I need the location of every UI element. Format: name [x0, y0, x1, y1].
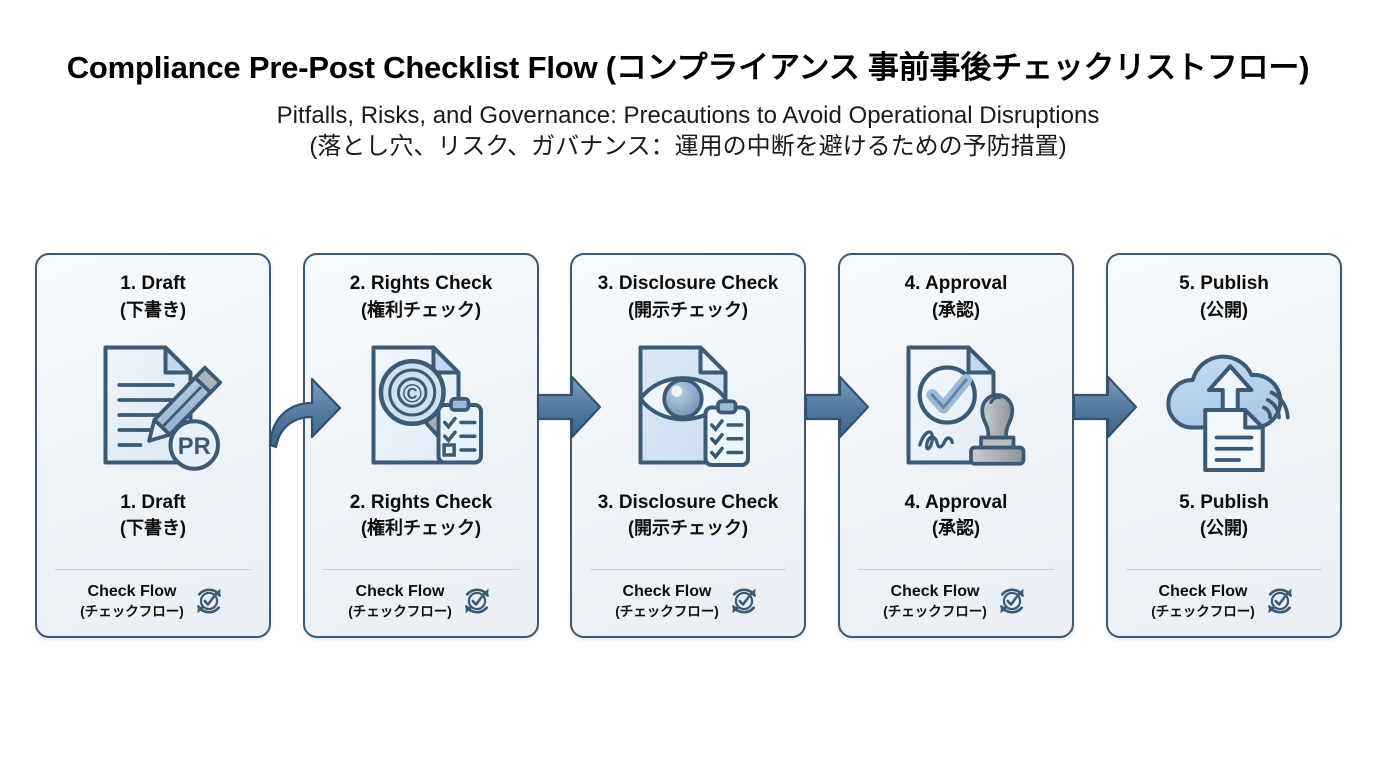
page-subtitle-line-2: (落とし穴、リスク、ガバナンス：運用の中断を避けるための予防措置) — [309, 133, 1067, 161]
step-header-ja: (下書き) — [120, 299, 186, 320]
step-label-en: 1. Draft — [120, 491, 186, 513]
step-label-en: 3. Disclosure Check — [597, 491, 779, 513]
check-flow-label-en: Check Flow — [890, 582, 980, 600]
pr-badge-label: PR — [178, 432, 211, 459]
step-header-en: 5. Publish — [1179, 273, 1269, 294]
document-pencil-pr-icon: PR — [53, 330, 253, 480]
step-card-approval[interactable]: 4. Approval (承認) — [838, 253, 1074, 638]
step-card-draft[interactable]: 1. Draft (下書き) — [35, 253, 271, 638]
check-flow-label: Check Flow (チェックフロー) — [80, 582, 184, 620]
step-card-label: 2. Rights Check (権利チェック) — [305, 490, 537, 543]
step-header-ja: (開示チェック) — [628, 299, 748, 320]
step-label-ja: (公開) — [1200, 518, 1248, 539]
step-label-en: 4. Approval — [904, 491, 1008, 513]
check-flow-label-ja: (チェックフロー) — [1151, 603, 1255, 619]
check-flow-label-en: Check Flow — [622, 582, 712, 600]
step-label-ja: (権利チェック) — [361, 518, 481, 539]
refresh-check-icon[interactable] — [460, 584, 494, 618]
card-footer[interactable]: Check Flow (チェックフロー) — [572, 570, 804, 636]
check-flow-label-en: Check Flow — [87, 582, 177, 600]
step-card-label: 1. Draft (下書き) — [37, 490, 269, 543]
check-flow-label-en: Check Flow — [1158, 582, 1248, 600]
step-card-rights-check[interactable]: 2. Rights Check (権利チェック) © — [303, 253, 539, 638]
step-card-header: 4. Approval (承認) — [840, 271, 1072, 324]
check-flow-label-ja: (チェックフロー) — [80, 603, 184, 619]
check-flow-label-ja: (チェックフロー) — [615, 603, 719, 619]
step-card-header: 1. Draft (下書き) — [37, 271, 269, 324]
check-flow-label: Check Flow (チェックフロー) — [348, 582, 452, 620]
arrow-disclosure-to-approval — [804, 371, 870, 443]
step-label-ja: (承認) — [932, 518, 980, 539]
refresh-check-icon[interactable] — [995, 584, 1029, 618]
card-footer[interactable]: Check Flow (チェックフロー) — [305, 570, 537, 636]
card-footer[interactable]: Check Flow (チェックフロー) — [840, 570, 1072, 636]
card-divider — [858, 569, 1054, 570]
step-card-label: 5. Publish (公開) — [1108, 490, 1340, 543]
step-card-publish[interactable]: 5. Publish (公開) — [1106, 253, 1342, 638]
refresh-check-icon[interactable] — [192, 584, 226, 618]
step-card-header: 2. Rights Check (権利チェック) — [305, 271, 537, 324]
step-header-en: 1. Draft — [120, 273, 186, 294]
document-eye-clipboard-icon — [588, 330, 788, 480]
step-card-header: 3. Disclosure Check (開示チェック) — [572, 271, 804, 324]
step-header-ja: (権利チェック) — [361, 299, 481, 320]
step-card-label: 3. Disclosure Check (開示チェック) — [572, 490, 804, 543]
step-header-ja: (承認) — [932, 299, 980, 320]
card-divider — [323, 569, 519, 570]
page-title: Compliance Pre-Post Checklist Flow (コンプラ… — [66, 50, 1310, 85]
step-card-header: 5. Publish (公開) — [1108, 271, 1340, 324]
card-footer[interactable]: Check Flow (チェックフロー) — [1108, 570, 1340, 636]
refresh-check-icon[interactable] — [727, 584, 761, 618]
step-label-en: 2. Rights Check — [349, 491, 493, 513]
arrow-approval-to-publish — [1072, 371, 1138, 443]
arrow-draft-to-rights — [268, 361, 342, 449]
step-header-ja: (公開) — [1200, 299, 1248, 320]
check-flow-label-en: Check Flow — [355, 582, 445, 600]
diagram-header: Compliance Pre-Post Checklist Flow (コンプラ… — [0, 0, 1376, 163]
step-header-en: 2. Rights Check — [349, 273, 493, 294]
cloud-upload-document-icon — [1124, 330, 1324, 480]
step-label-ja: (開示チェック) — [628, 518, 748, 539]
step-card-label: 4. Approval (承認) — [840, 490, 1072, 543]
arrow-rights-to-disclosure — [536, 371, 602, 443]
document-check-signature-stamp-icon — [856, 330, 1056, 480]
step-label-en: 5. Publish — [1179, 491, 1269, 513]
card-divider — [55, 569, 251, 570]
step-header-en: 4. Approval — [904, 273, 1008, 294]
page-subtitle-line-1: Pitfalls, Risks, and Governance: Precaut… — [276, 101, 1100, 129]
page-subtitle: Pitfalls, Risks, and Governance: Precaut… — [0, 100, 1376, 163]
magnifier-copyright-clipboard-icon: © — [321, 330, 521, 480]
refresh-check-icon[interactable] — [1263, 584, 1297, 618]
check-flow-label-ja: (チェックフロー) — [883, 603, 987, 619]
step-header-en: 3. Disclosure Check — [597, 273, 779, 294]
step-label-ja: (下書き) — [120, 518, 186, 539]
copyright-symbol: © — [403, 378, 422, 408]
check-flow-label: Check Flow (チェックフロー) — [883, 582, 987, 620]
check-flow-label: Check Flow (チェックフロー) — [615, 582, 719, 620]
checklist-flow: 1. Draft (下書き) — [0, 253, 1376, 643]
card-footer[interactable]: Check Flow (チェックフロー) — [37, 570, 269, 636]
step-card-disclosure-check[interactable]: 3. Disclosure Check (開示チェック) — [570, 253, 806, 638]
card-divider — [1126, 569, 1322, 570]
check-flow-label-ja: (チェックフロー) — [348, 603, 452, 619]
check-flow-label: Check Flow (チェックフロー) — [1151, 582, 1255, 620]
card-divider — [590, 569, 786, 570]
